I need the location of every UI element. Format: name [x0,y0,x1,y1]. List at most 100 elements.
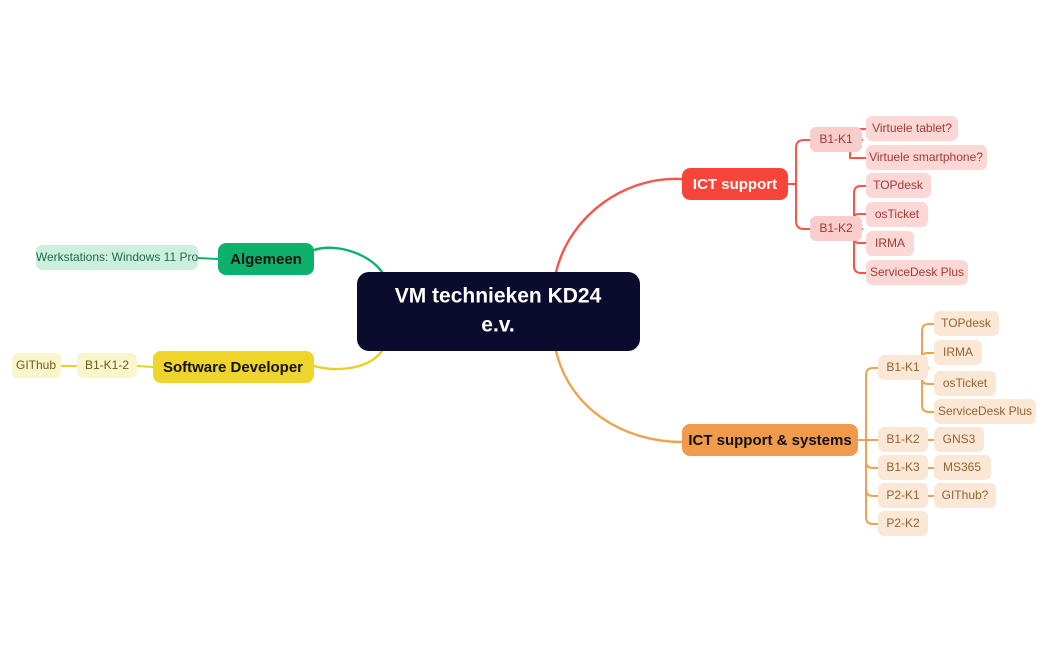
chip-iss-github-background [934,483,996,508]
chip-iss-osticket-label: osTicket [943,376,988,390]
ict-support-node-background [682,168,788,200]
ict-support-systems-links [857,323,935,525]
link-ict-support-spine [787,139,811,185]
link-root-algemeen [312,246,384,274]
branch-node-software-developer[interactable]: Software Developer [153,351,314,383]
chip-iss-b1k1[interactable]: B1-K1 [878,355,928,380]
chip-werkstations-label: Werkstations: Windows 11 Pro [36,250,199,264]
chip-is-virtuele-smartphone-background [866,145,987,170]
link-iss-b1k1-sdplus [921,367,935,413]
chip-sd-b1k12-label: B1-K1-2 [85,358,129,372]
chip-is-b1k2[interactable]: B1-K2 [810,216,862,241]
chip-sd-github[interactable]: GIThub [12,353,61,378]
chip-iss-irma[interactable]: IRMA [934,340,982,365]
chip-iss-ms365-label: MS365 [943,460,981,474]
software-developer-node-background [153,351,314,383]
chip-is-virtuele-smartphone-label: Virtuele smartphone? [869,150,983,164]
algemeen-node-label: Algemeen [230,251,302,268]
branch-node-ict-support[interactable]: ICT support [682,168,788,200]
algemeen-node-background [218,243,314,275]
root-node[interactable]: VM technieken KD24 e.v. [357,272,640,351]
link-iss-b1k1-topdesk [921,323,935,369]
chip-iss-gns3-label: GNS3 [943,432,976,446]
chip-iss-topdesk-label: TOPdesk [941,316,992,330]
ict-support-systems-node-background [682,424,858,456]
chip-iss-irma-background [934,340,982,365]
link-algemeen-werkstations [197,257,219,260]
chip-iss-b1k1-background [878,355,928,380]
chip-sd-b1k12-background [77,353,137,378]
algemeen-links [197,257,219,260]
link-iss-spine-b1k3 [865,439,879,469]
link-b1k2-sdplus [853,228,867,274]
chip-iss-b1k2-background [878,427,928,452]
chip-iss-topdesk[interactable]: TOPdesk [934,311,999,336]
chip-iss-b1k2-label: B1-K2 [886,432,920,446]
chip-iss-github-label: GIThub? [942,488,989,502]
chip-is-osticket[interactable]: osTicket [866,202,928,227]
chip-iss-b1k3[interactable]: B1-K3 [878,455,928,480]
chip-is-topdesk-background [866,173,931,198]
chip-iss-osticket-background [934,371,996,396]
chip-is-virtuele-smartphone[interactable]: Virtuele smartphone? [866,145,987,170]
chip-is-irma[interactable]: IRMA [866,231,914,256]
chip-is-servicedesk-plus[interactable]: ServiceDesk Plus [866,260,968,285]
chip-iss-gns3-background [934,427,984,452]
chip-is-virtuele-tablet-background [866,116,958,141]
chip-iss-b1k2[interactable]: B1-K2 [878,427,928,452]
link-iss-spine-p2k2 [865,439,879,525]
chip-is-b1k1[interactable]: B1-K1 [810,127,862,152]
chip-iss-servicedesk-plus-label: ServiceDesk Plus [938,404,1032,418]
chip-iss-p2k1-label: P2-K1 [886,488,920,502]
chip-iss-servicedesk-plus-background [934,399,1036,424]
chip-iss-osticket[interactable]: osTicket [934,371,996,396]
chip-iss-github[interactable]: GIThub? [934,483,996,508]
chip-iss-p2k1[interactable]: P2-K1 [878,483,928,508]
chip-iss-b1k3-background [878,455,928,480]
chip-sd-b1k12[interactable]: B1-K1-2 [77,353,137,378]
chip-iss-irma-label: IRMA [943,345,973,359]
branch-node-ict-support-systems[interactable]: ICT support & systems [682,424,858,456]
chip-iss-topdesk-background [934,311,999,336]
software-developer-links [60,365,154,368]
root-node-background [357,272,640,351]
chip-is-b1k1-background [810,127,862,152]
chip-is-b1k2-background [810,216,862,241]
chip-iss-ms365[interactable]: MS365 [934,455,991,480]
chip-iss-p2k1-background [878,483,928,508]
chip-iss-ms365-background [934,455,991,480]
chip-is-virtuele-tablet-label: Virtuele tablet? [872,121,952,135]
chip-iss-gns3[interactable]: GNS3 [934,427,984,452]
chip-is-topdesk[interactable]: TOPdesk [866,173,931,198]
chip-is-osticket-background [866,202,928,227]
chip-is-servicedesk-plus-label: ServiceDesk Plus [870,265,964,279]
ict-support-systems-node-label: ICT support & systems [688,432,851,449]
chip-iss-servicedesk-plus[interactable]: ServiceDesk Plus [934,399,1036,424]
chip-werkstations[interactable]: Werkstations: Windows 11 Pro [36,245,199,270]
link-b1k2-spine [853,185,867,230]
chip-sd-github-label: GIThub [16,358,56,372]
chip-is-virtuele-tablet[interactable]: Virtuele tablet? [866,116,958,141]
link-sd-b1k12 [136,365,154,368]
chip-iss-p2k2-label: P2-K2 [886,516,920,530]
ict-support-node-label: ICT support [693,176,777,193]
link-root-ict-support-systems [554,349,684,444]
link-root-software-developer [312,349,384,371]
chip-is-osticket-label: osTicket [875,207,920,221]
software-developer-node-label: Software Developer [163,359,303,376]
chip-werkstations-background [36,245,198,270]
chip-is-b1k2-label: B1-K2 [819,221,853,235]
branch-node-algemeen[interactable]: Algemeen [218,243,314,275]
root-node-label-line2: e.v. [481,314,514,337]
main-branch-links [312,177,684,444]
chip-is-topdesk-label: TOPdesk [873,178,924,192]
chip-iss-b1k3-label: B1-K3 [886,460,920,474]
chip-is-irma-background [866,231,914,256]
chip-iss-p2k2[interactable]: P2-K2 [878,511,928,536]
link-root-ict-support [554,177,684,274]
chip-iss-b1k1-label: B1-K1 [886,360,920,374]
chip-sd-github-background [12,353,61,378]
chip-is-b1k1-label: B1-K1 [819,132,853,146]
chip-is-irma-label: IRMA [875,236,905,250]
